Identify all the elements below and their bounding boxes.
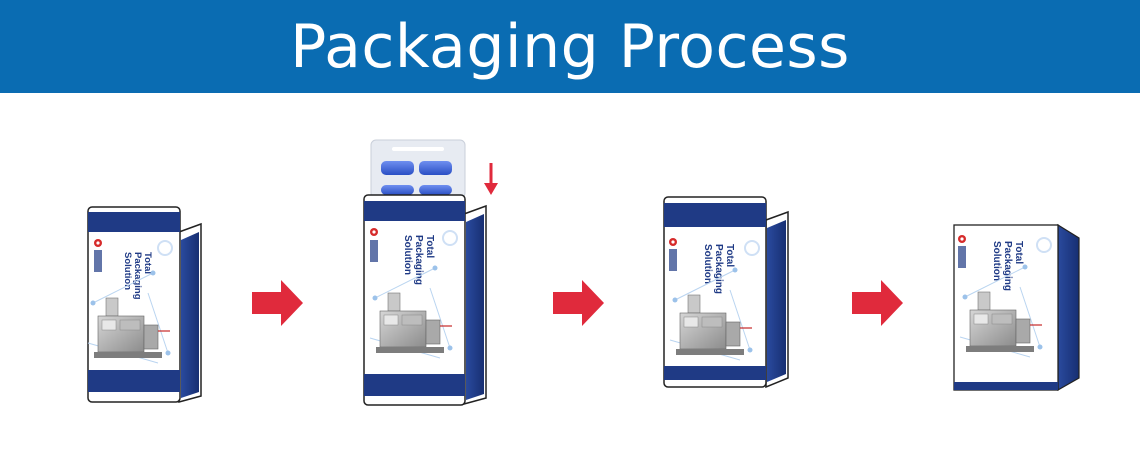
blister-pill	[419, 185, 452, 195]
carton-line3-text: Solution	[702, 244, 713, 284]
brand-logo-icon	[669, 238, 677, 246]
arrow-down-icon	[484, 183, 498, 195]
gear-icon	[1036, 237, 1052, 253]
gear-icon	[744, 240, 760, 256]
carton-brand-text: Total	[1013, 241, 1024, 264]
blister-pill	[419, 161, 452, 175]
svg-text:Total Packaging: Total Packaging Solution	[991, 241, 1024, 294]
arrow-right-icon	[852, 280, 903, 326]
side-panel	[1057, 223, 1080, 392]
step-insert-blister: Total Packaging Solution	[363, 139, 498, 406]
step-close-tuck-flap: Total Packaging Solution	[663, 196, 789, 389]
carton-face	[363, 194, 466, 406]
side-panel	[767, 220, 786, 382]
bottom-band	[88, 370, 180, 392]
top-band	[88, 212, 180, 232]
side-panel	[466, 214, 484, 400]
bottom-band	[364, 374, 465, 396]
bottom-band	[954, 382, 1058, 390]
carton-face	[953, 224, 1059, 391]
carton-line2-text: Packaging	[1002, 241, 1013, 291]
step-open-carton: Total Packaging Solution	[87, 206, 202, 403]
carton-line2-text: Packaging	[713, 244, 724, 294]
arrow-right-icon	[553, 280, 604, 326]
arrow-right-icon	[252, 280, 303, 326]
svg-text:Total Packaging: Total Packaging Solution	[122, 252, 153, 302]
carton-line3-text: Solution	[402, 235, 413, 275]
side-panel	[181, 232, 199, 398]
carton-line3-text: Solution	[991, 241, 1002, 281]
bottom-band	[664, 366, 766, 380]
gear-icon	[157, 240, 173, 256]
step-closed-carton: Total Packaging Solution	[953, 223, 1080, 392]
gear-icon	[442, 230, 458, 246]
header-banner: Packaging Process	[0, 0, 1140, 93]
carton-brand-text: Total	[724, 244, 735, 267]
carton-line2-text: Packaging	[132, 252, 143, 300]
blister-pill	[381, 161, 414, 175]
brand-logo-icon	[94, 239, 102, 247]
carton-brand-text: Total	[424, 235, 435, 258]
brand-logo-icon	[370, 228, 378, 236]
top-band	[364, 201, 465, 221]
carton-line2-text: Packaging	[413, 235, 424, 285]
svg-text:Total Packaging: Total Packaging Solution	[402, 235, 435, 288]
page-title: Packaging Process	[290, 11, 850, 82]
carton-line3-text: Solution	[122, 252, 133, 290]
svg-text:Total Packaging: Total Packaging Solution	[702, 244, 735, 297]
brand-logo-icon	[958, 235, 966, 243]
carton-brand-text: Total	[142, 252, 153, 274]
top-band	[664, 203, 766, 227]
blister-pill	[381, 185, 414, 195]
